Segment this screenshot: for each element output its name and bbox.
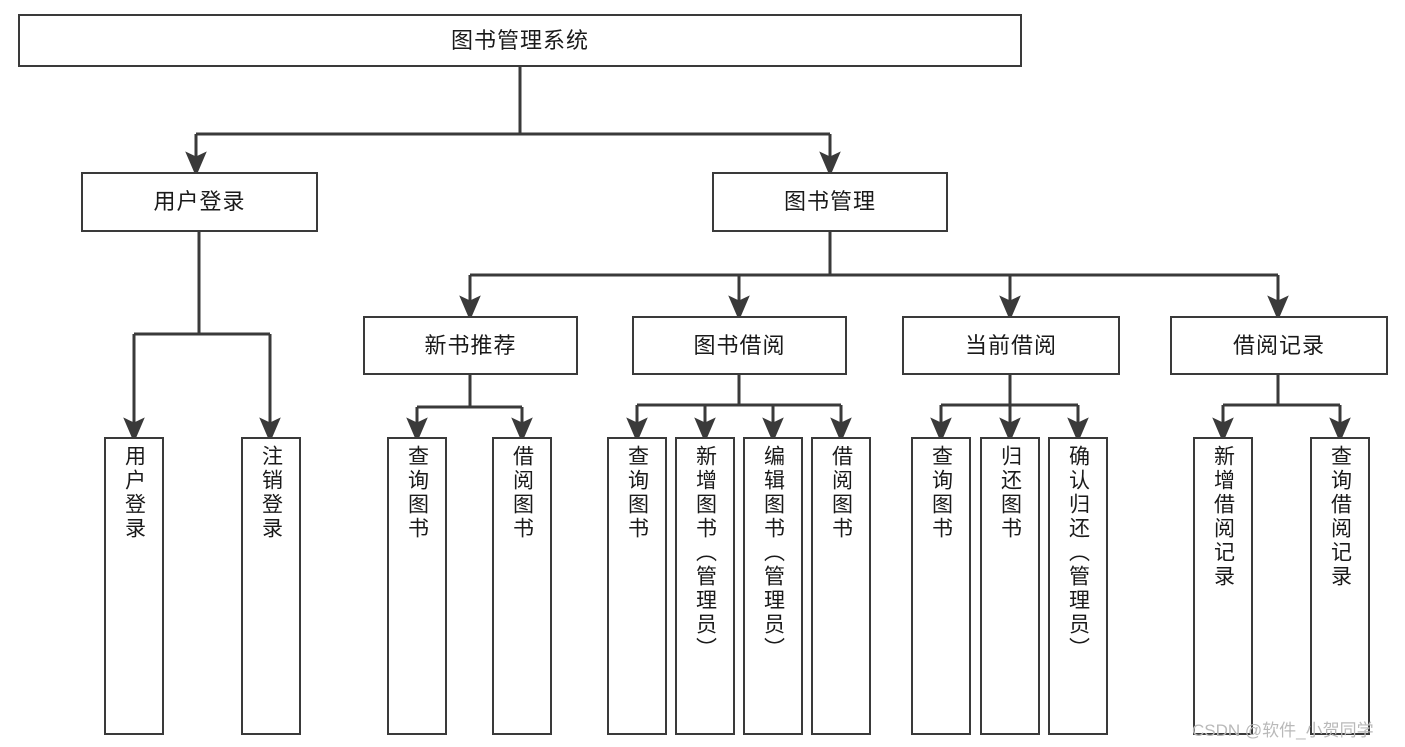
node-book-manage[interactable]: 图书管理 [712, 172, 948, 232]
node-root[interactable]: 图书管理系统 [18, 14, 1022, 67]
node-leaf-logout[interactable]: 注销登录 [241, 437, 301, 735]
node-borrow-record-label: 借阅记录 [1232, 332, 1325, 358]
node-leaf-add-record-label: 新增借阅记录 [1211, 445, 1235, 589]
node-leaf-query-record[interactable]: 查询借阅记录 [1310, 437, 1370, 735]
node-leaf-user-login[interactable]: 用户登录 [104, 437, 164, 735]
node-user-login[interactable]: 用户登录 [81, 172, 318, 232]
watermark-text: CSDN @软件_小贺同学 [1192, 721, 1374, 740]
node-leaf-add-book-label: 新增图书（管理员） [693, 445, 717, 661]
node-leaf-query-book-3[interactable]: 查询图书 [911, 437, 971, 735]
node-book-manage-label: 图书管理 [783, 189, 876, 215]
node-leaf-query-book-1-label: 查询图书 [405, 445, 429, 541]
node-leaf-query-record-label: 查询借阅记录 [1328, 445, 1352, 589]
node-borrow-record[interactable]: 借阅记录 [1170, 316, 1388, 375]
node-leaf-logout-label: 注销登录 [259, 445, 283, 541]
node-new-book-recommend[interactable]: 新书推荐 [363, 316, 578, 375]
node-leaf-borrow-book-1-label: 借阅图书 [510, 445, 534, 541]
node-leaf-add-record[interactable]: 新增借阅记录 [1193, 437, 1253, 735]
node-leaf-borrow-book-2-label: 借阅图书 [829, 445, 853, 541]
node-leaf-user-login-label: 用户登录 [122, 445, 146, 541]
node-leaf-confirm-return-label: 确认归还（管理员） [1066, 445, 1090, 661]
node-leaf-borrow-book-1[interactable]: 借阅图书 [492, 437, 552, 735]
node-leaf-query-book-3-label: 查询图书 [929, 445, 953, 541]
node-leaf-borrow-book-2[interactable]: 借阅图书 [811, 437, 871, 735]
node-leaf-return-book[interactable]: 归还图书 [980, 437, 1040, 735]
node-leaf-edit-book[interactable]: 编辑图书（管理员） [743, 437, 803, 735]
node-book-borrow[interactable]: 图书借阅 [632, 316, 847, 375]
node-leaf-query-book-2[interactable]: 查询图书 [607, 437, 667, 735]
node-current-borrow-label: 当前借阅 [964, 332, 1057, 358]
node-leaf-return-book-label: 归还图书 [998, 445, 1022, 541]
node-leaf-add-book[interactable]: 新增图书（管理员） [675, 437, 735, 735]
node-user-login-label: 用户登录 [153, 189, 246, 215]
node-root-label: 图书管理系统 [450, 27, 589, 53]
node-book-borrow-label: 图书借阅 [693, 332, 786, 358]
node-leaf-edit-book-label: 编辑图书（管理员） [761, 445, 785, 661]
node-current-borrow[interactable]: 当前借阅 [902, 316, 1120, 375]
node-leaf-query-book-2-label: 查询图书 [625, 445, 649, 541]
node-new-book-recommend-label: 新书推荐 [424, 332, 517, 358]
node-leaf-query-book-1[interactable]: 查询图书 [387, 437, 447, 735]
node-leaf-confirm-return[interactable]: 确认归还（管理员） [1048, 437, 1108, 735]
